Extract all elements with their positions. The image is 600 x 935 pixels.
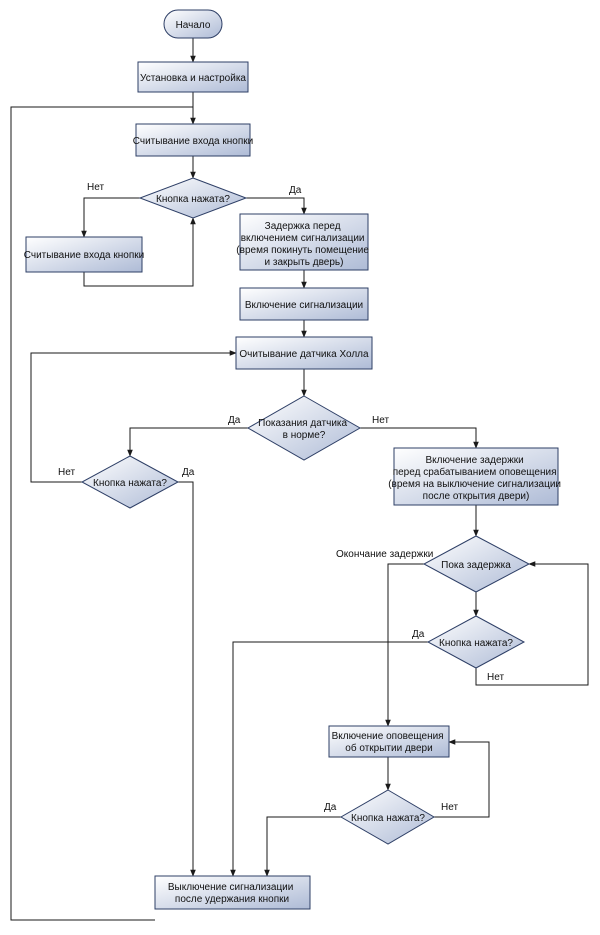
- decision-button-pressed-2: Кнопка нажата?: [80, 455, 180, 509]
- edge-label-yes-3: Да: [182, 467, 195, 478]
- read-button-box-2: Считывание входа кнопки: [24, 236, 144, 273]
- start-node: Начало: [163, 9, 223, 39]
- decision-sensor-normal: Показания датчика в норме?: [246, 395, 362, 461]
- edge-label-yes-4: Да: [412, 629, 425, 640]
- delay-before-alarm-box: Задержка перед включением сигнализации (…: [236, 213, 371, 271]
- decision-button-pressed-1: Кнопка нажата?: [138, 177, 248, 219]
- delay-before-alarm-label: Задержка перед включением сигнализации (…: [236, 221, 371, 268]
- edge-label-no-4: Нет: [487, 672, 504, 683]
- delay-before-alert-box: Включение задержки перед срабатыванием о…: [388, 447, 564, 506]
- edge-label-yes-1: Да: [289, 185, 302, 196]
- edge-label-no-5: Нет: [441, 802, 458, 813]
- decision-button-pressed-3: Кнопка нажата?: [426, 615, 526, 669]
- setup-box: Установка и настройка: [137, 61, 249, 93]
- edge-label-yes-5: Да: [324, 802, 337, 813]
- read-button-label-2: Считывание входа кнопки: [24, 250, 144, 261]
- alarm-on-label: Включение сигнализации: [245, 300, 363, 311]
- door-alert-on-label: Включение оповещения об открытии двери: [332, 731, 447, 754]
- alarm-off-box: Выключение сигнализации после удержания …: [154, 875, 311, 910]
- decision-label-2: Кнопка нажата?: [93, 478, 167, 489]
- alarm-off-label: Выключение сигнализации после удержания …: [168, 882, 296, 905]
- setup-label: Установка и настройка: [140, 73, 246, 84]
- read-button-label-1: Считывание входа кнопки: [133, 136, 253, 147]
- read-hall-box: Очитывание датчика Холла: [235, 336, 373, 370]
- decision-while-delay-label: Пока задержка: [441, 560, 511, 571]
- alarm-on-box: Включение сигнализации: [239, 287, 369, 321]
- edge-label-no-1: Нет: [87, 182, 104, 193]
- decision-sensor-label: Показания датчика в норме?: [258, 418, 350, 441]
- read-button-box-1: Считывание входа кнопки: [133, 123, 253, 157]
- decision-label-3: Кнопка нажата?: [439, 638, 513, 649]
- read-hall-label: Очитывание датчика Холла: [239, 349, 369, 360]
- delay-before-alert-label: Включение задержки перед срабатыванием о…: [388, 455, 564, 502]
- start-label: Начало: [176, 20, 211, 31]
- edge-labels: Нет Да Да Нет Нет Да Окончание задержки …: [58, 182, 504, 813]
- edge-label-yes-2: Да: [228, 415, 241, 426]
- connectors: [10, 38, 589, 921]
- edge-label-no-3: Нет: [58, 467, 75, 478]
- decision-label-1: Кнопка нажата?: [156, 194, 230, 205]
- door-alert-on-box: Включение оповещения об открытии двери: [328, 725, 450, 758]
- decision-label-4: Кнопка нажата?: [351, 813, 425, 824]
- decision-while-delay: Пока задержка: [422, 535, 531, 593]
- edge-label-no-2: Нет: [372, 415, 389, 426]
- edge-label-end-delay: Окончание задержки: [336, 549, 433, 560]
- decision-button-pressed-4: Кнопка нажата?: [339, 789, 435, 845]
